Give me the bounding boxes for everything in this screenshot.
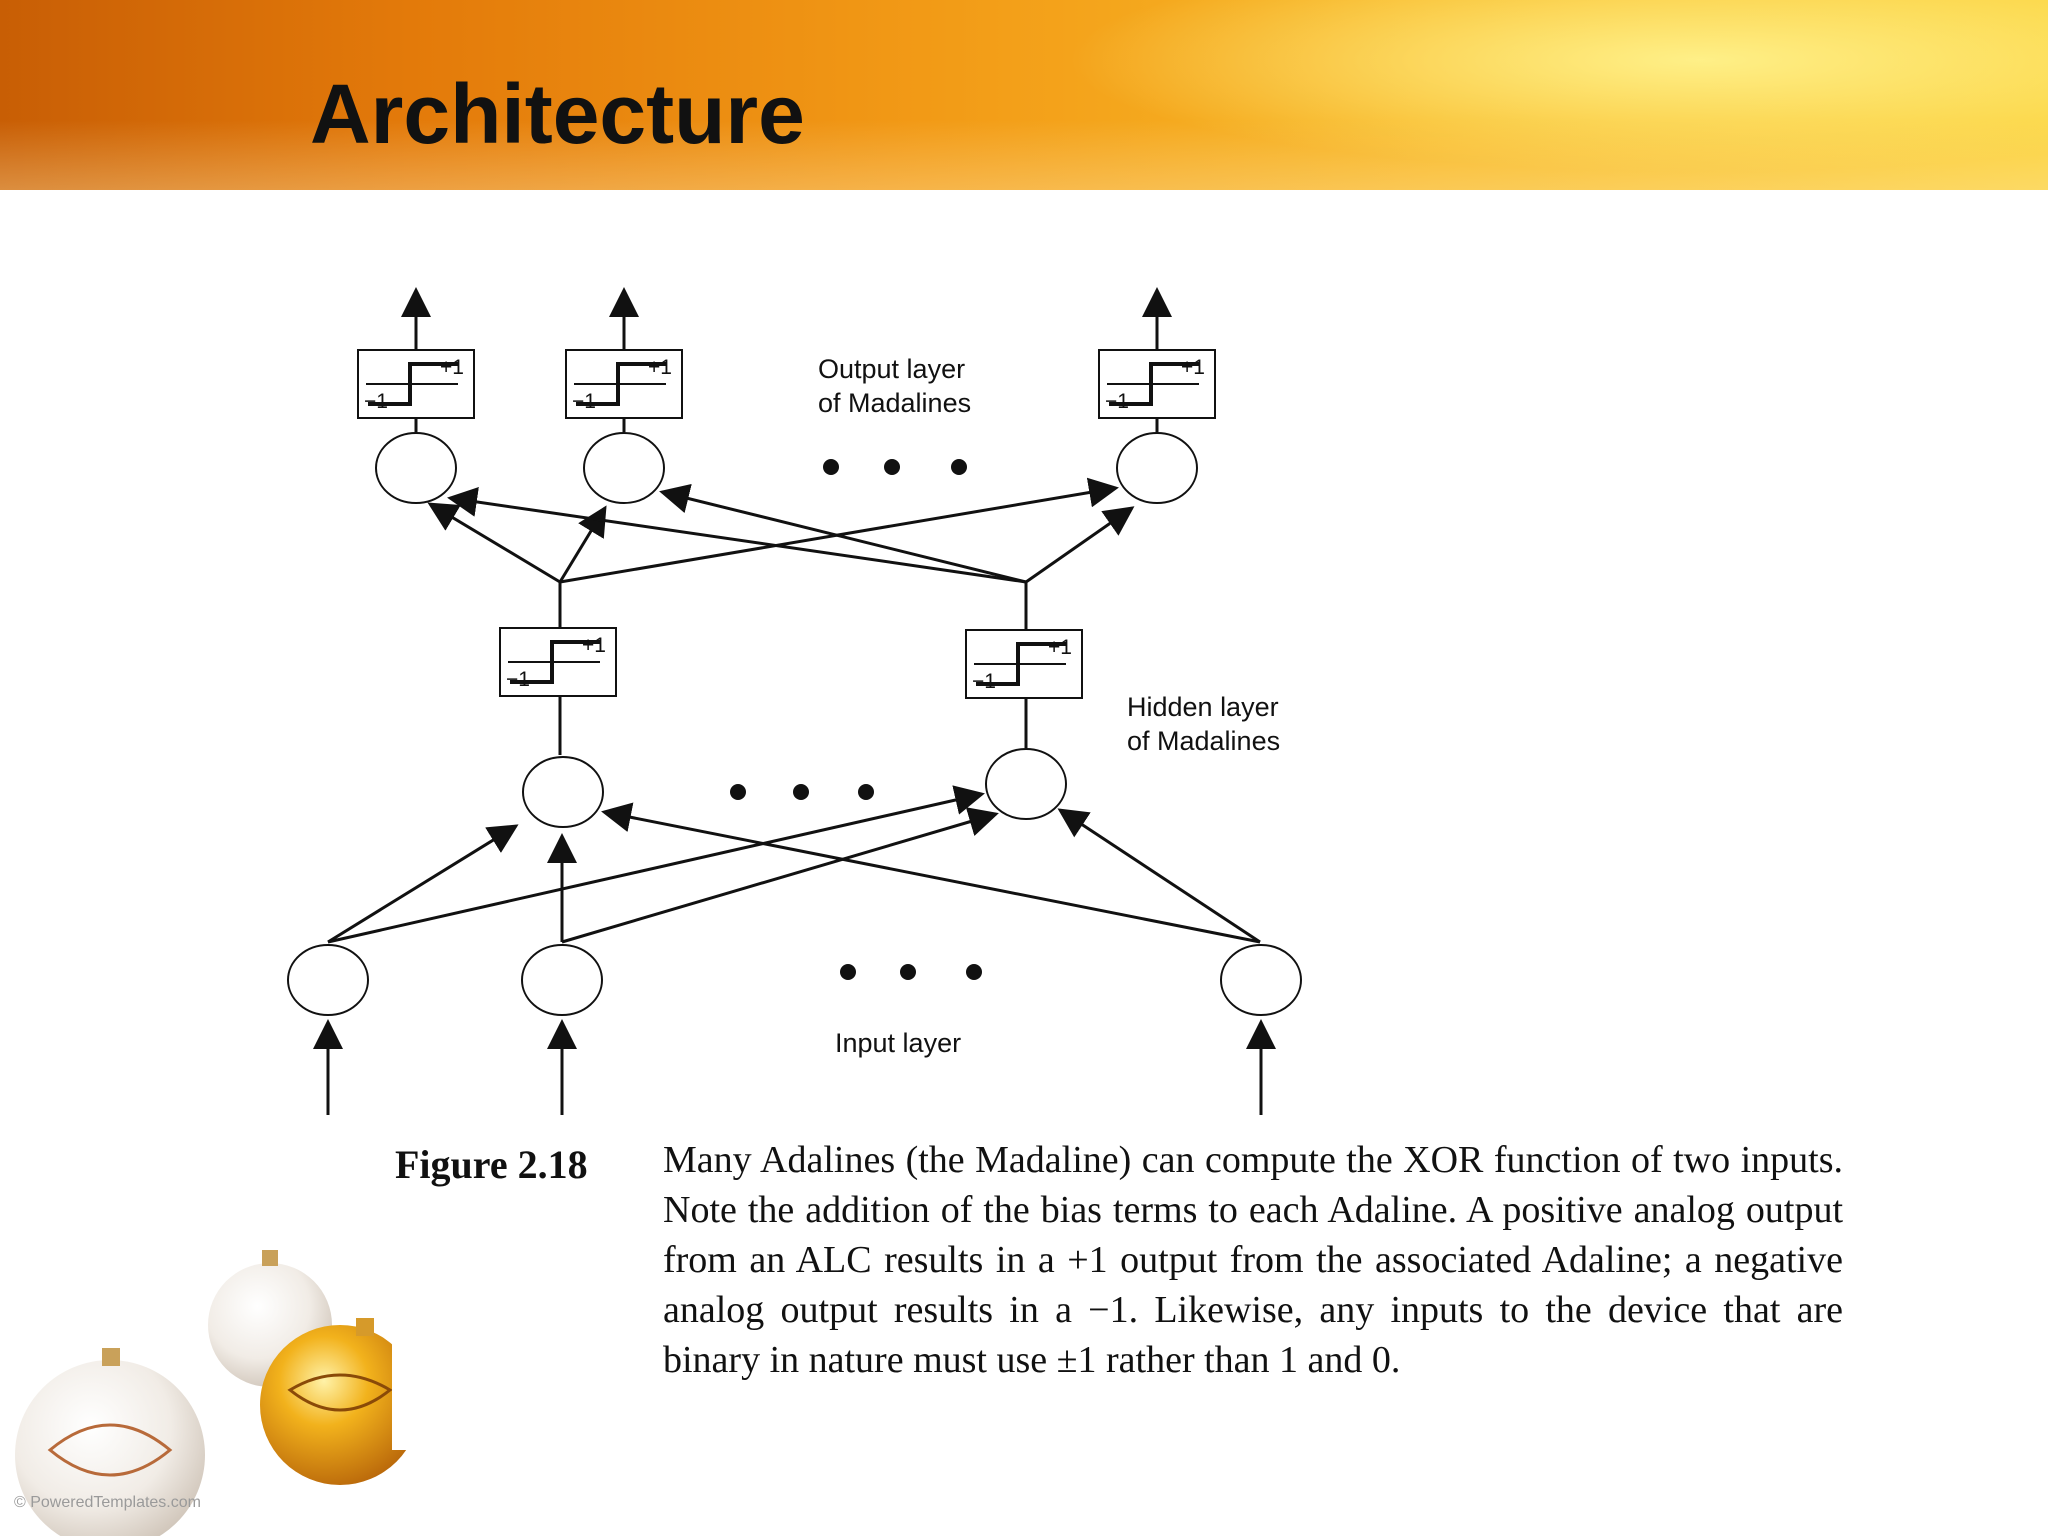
output-node [1116, 432, 1198, 504]
output-arrows [401, 287, 1172, 432]
hidden-to-output-connections [427, 477, 1135, 755]
output-layer-label-line2: of Madalines [818, 388, 971, 418]
hidden-layer-label-line1: Hidden layer [1127, 692, 1279, 722]
input-to-hidden-connections [327, 785, 1261, 944]
input-layer-label: Input layer [835, 1028, 961, 1058]
input-arrows [313, 1019, 1276, 1115]
ornament-decoration [0, 1220, 440, 1536]
figure-caption-text: Many Adalines (the Madaline) can compute… [663, 1139, 1843, 1381]
input-node [1220, 944, 1302, 1016]
output-activation-box [1097, 348, 1217, 420]
hidden-layer-label-line2: of Madalines [1127, 726, 1280, 756]
pearl-ornament [15, 1360, 205, 1536]
hidden-activation-box [498, 626, 618, 698]
input-ellipsis [840, 964, 982, 980]
figure-caption: Figure 2.18 Many Adalines (the Madaline)… [395, 1135, 1855, 1465]
hidden-node [985, 748, 1067, 820]
gold-ornament [260, 1325, 420, 1485]
title-banner [0, 0, 2048, 190]
output-activation-box [564, 348, 684, 420]
template-watermark: © PoweredTemplates.com [14, 1494, 201, 1511]
slide-title: Architecture [310, 67, 805, 161]
input-node [521, 944, 603, 1016]
hidden-ellipsis [730, 784, 874, 800]
output-layer-label-line1: Output layer [818, 354, 965, 384]
output-node [375, 432, 457, 504]
output-ellipsis [823, 459, 967, 475]
output-node [583, 432, 665, 504]
input-node [287, 944, 369, 1016]
hidden-node [522, 756, 604, 828]
output-activation-box [356, 348, 476, 420]
figure-label: Figure 2.18 [395, 1142, 588, 1187]
hidden-activation-box [964, 628, 1084, 700]
madaline-diagram: +1 −1 [287, 287, 1302, 1115]
